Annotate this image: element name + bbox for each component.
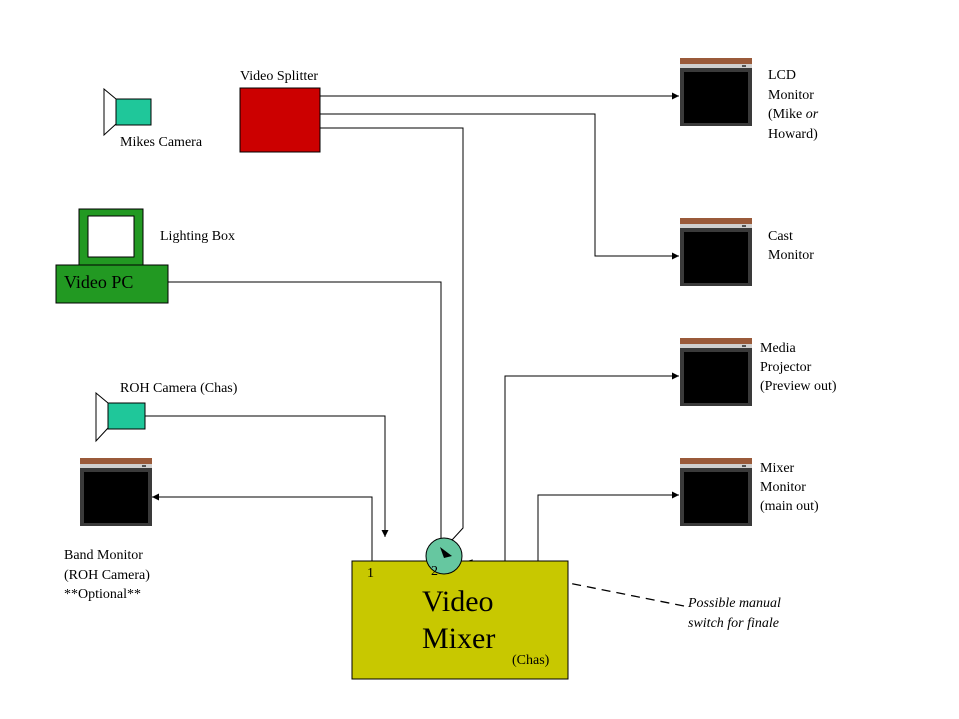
mixer-input-1-label: 1: [367, 566, 374, 581]
switch-knob-icon: [425, 537, 463, 575]
mixer-monitor-icon: [680, 458, 752, 526]
band-monitor-icon: [80, 458, 152, 526]
roh-camera-label: ROH Camera (Chas): [120, 381, 238, 396]
wire-roh-camera-to-mixer-input-1: [145, 415, 389, 537]
wire-mixer-to-mixer-monitor: [537, 491, 679, 561]
lighting-box-label: Lighting Box: [160, 229, 235, 244]
band-monitor-label: Band Monitor (ROH Camera) **Optional**: [64, 548, 153, 602]
media-projector-icon: [680, 338, 752, 406]
wire-mixer-to-projector: [504, 372, 679, 561]
wire-splitter-to-mixer-input-2: [320, 127, 464, 541]
video-mixer-owner: (Chas): [512, 653, 550, 668]
connections: [145, 92, 685, 607]
mixer-monitor-label: Mixer Monitor (main out): [760, 461, 819, 514]
mikes-camera-icon: [103, 87, 152, 137]
lcd-monitor-icon: [680, 58, 752, 126]
lcd-monitor-label: LCD Monitor (Mike or Howard): [768, 68, 822, 142]
wire-pc-to-mixer: [168, 281, 442, 540]
media-projector-label: Media Projector (Preview out): [760, 341, 837, 394]
cast-monitor-label: Cast Monitor: [768, 229, 814, 263]
mixer-input-2-label: 2: [431, 564, 438, 579]
video-splitter-label: Video Splitter: [240, 69, 318, 84]
video-pc-label: Video PC: [64, 272, 133, 292]
manual-switch-label: Possible manual switch for finale: [687, 596, 784, 631]
wire-splitter-to-cast: [320, 113, 679, 260]
video-mixer-label: Video Mixer: [422, 585, 501, 655]
wire-mixer-to-band-monitor: [152, 493, 373, 561]
mikes-camera-label: Mikes Camera: [120, 135, 203, 150]
video-splitter-box: [239, 87, 321, 153]
video-mixer-box: [351, 560, 569, 680]
computer-icon: [55, 208, 169, 304]
cast-monitor-icon: [680, 218, 752, 286]
roh-camera-icon: [95, 391, 146, 443]
